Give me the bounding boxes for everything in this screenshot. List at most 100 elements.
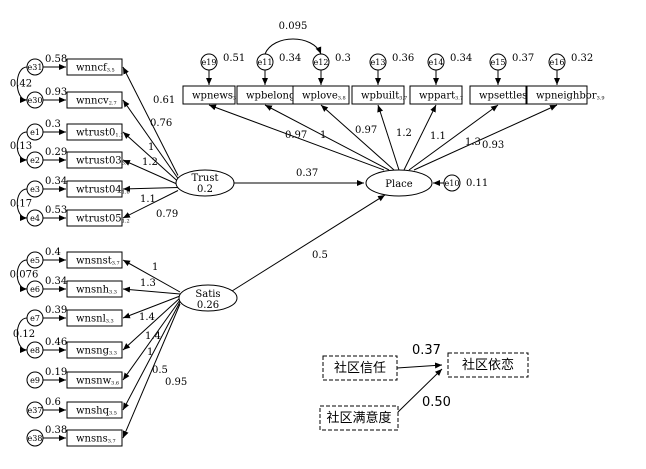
satis-loading-6: 0.5: [152, 365, 168, 376]
place-error-value: 0.11: [466, 178, 488, 189]
trust-loading-3: 1: [148, 142, 154, 153]
satis-name: Satis: [195, 289, 220, 300]
satis-error-value-2: 0.34: [45, 276, 67, 287]
trust-indicator-6-label: wtrust051.2: [76, 214, 130, 225]
trust-error-value-3: 0.3: [45, 119, 61, 130]
place-loading-arrow-2: [264, 104, 390, 171]
place-loading-6: 1.3: [465, 137, 481, 148]
satis-loading-arrow-4: [122, 297, 181, 351]
satis-error-value-1: 0.4: [45, 247, 61, 258]
trust-indicator-1: wnncf3.5: [66, 58, 123, 76]
trust-error-value-2: 0.93: [45, 87, 67, 98]
satis-error-value-5: 0.19: [45, 367, 67, 378]
satis-error-1-label: e5: [30, 256, 40, 265]
place-indicator-6: wpsettles3.6: [469, 85, 535, 105]
satis-indicator-6-label: wnshq3.5: [76, 406, 117, 417]
place-loading-7: 0.93: [482, 140, 504, 151]
trust-indicator-3-label: wtrust01.1: [76, 128, 123, 139]
satis-indicator-1: wnsnst3.7: [66, 251, 123, 269]
place-indicator-3-label: wplove3.8: [302, 91, 346, 102]
trust-indicator-5-label: wtrust041.6: [76, 185, 130, 196]
place-error-5: e14: [427, 53, 445, 71]
trust-indicator-3: wtrust01.1: [66, 123, 123, 141]
place-loading-arrow-5: [403, 104, 437, 171]
place-error-3: e12: [312, 53, 330, 71]
satis-error-4-label: e8: [30, 346, 40, 355]
place-indicator-5-label: wppart3.7: [419, 91, 463, 102]
trust-loading-1: 0.61: [153, 95, 175, 106]
satis-to-place-arrow: [231, 194, 386, 292]
trust-loading-4: 1.2: [142, 157, 158, 168]
trust-error-6-label: e4: [30, 214, 40, 223]
satis-error-value-3: 0.39: [45, 305, 67, 316]
satis-loading-3: 1.4: [139, 312, 155, 323]
satis-error-4: e8: [26, 341, 44, 359]
trust-error-value-5: 0.34: [45, 176, 67, 187]
trust-loading-2: 0.76: [150, 118, 172, 129]
satis-place-coef: 0.5: [312, 250, 328, 261]
legend-place: 社区依恋: [462, 357, 514, 373]
satis-indicator-2-label: wnsnh3.3: [76, 285, 117, 296]
satis-loading-arrow-6: [122, 301, 181, 411]
place-error-1-label: e19: [202, 58, 217, 67]
satis-loading-5: 1: [147, 347, 153, 358]
satis-error-3-label: e7: [30, 314, 40, 323]
place-name: Place: [385, 179, 412, 190]
place-error-7-label: e16: [550, 58, 565, 67]
satis-error-2: e6: [26, 280, 44, 298]
trust-loading-arrow-5: [122, 185, 179, 192]
trust-covariance-value-3: 0.17: [10, 199, 32, 210]
trust-error-1: e31: [26, 58, 44, 76]
satis-error-6-label: e37: [28, 406, 43, 415]
satis-indicator-3-label: wnsnl3.3: [76, 314, 114, 325]
place-error-value-6: 0.37: [512, 53, 534, 64]
trust-covariance-1: [16, 63, 35, 103]
trust-loading-6: 0.79: [156, 209, 178, 220]
trust-error-value-1: 0.58: [45, 54, 67, 65]
trust-indicator-6: wtrust051.2: [66, 209, 130, 227]
trust-error-5: e3: [26, 180, 44, 198]
satis-loading-4: 1.4: [145, 331, 161, 342]
place-loading-5: 1.1: [430, 131, 446, 142]
place-loading-arrow-3: [320, 104, 395, 171]
satis-indicator-6: wnshq3.5: [66, 401, 123, 419]
place-indicator-4: wpbuilt3.7: [351, 85, 407, 105]
satis-covariance-2: [16, 314, 35, 353]
place-loading-3: 0.97: [355, 125, 377, 136]
satis-error-6: e37: [26, 401, 44, 419]
trust-loading-arrow-3: [122, 131, 179, 182]
trust-indicator-1-label: wnncf3.5: [76, 63, 115, 74]
satis-covariance-value-1: 0.076: [10, 270, 39, 281]
satis-indicator-1-label: wnsnst3.7: [76, 256, 120, 267]
place-indicator-1: wpnews3.7: [182, 85, 241, 105]
satis-loading-arrow-5: [122, 299, 181, 381]
place-indicator-7: wpneighbor3.9: [526, 85, 605, 105]
trust-place-coef: 0.37: [296, 168, 318, 179]
trust-error-5-label: e3: [30, 185, 40, 194]
place-error-value-7: 0.32: [571, 53, 593, 64]
satis-loading-1: 1: [152, 262, 158, 273]
trust-error-1-label: e31: [28, 63, 43, 72]
trust-indicator-2: wnncv2.7: [66, 91, 123, 109]
place-indicator-7-label: wpneighbor3.9: [536, 91, 605, 102]
place-error-value-3: 0.3: [335, 53, 351, 64]
legend: 社区信任 社区依恋 社区满意度 0.37 0.50: [319, 343, 529, 431]
satis-error-1: e5: [26, 251, 44, 269]
place-error-label: e10: [445, 179, 460, 188]
place-error-2: e11: [256, 53, 274, 71]
legend-trust-coef: 0.37: [412, 343, 441, 358]
legend-satis-coef: 0.50: [422, 395, 451, 410]
trust-error-6: e4: [26, 209, 44, 227]
satis-variance: 0.26: [197, 300, 219, 311]
satis-covariance-value-2: 0.12: [13, 329, 35, 340]
trust-covariance-value-2: 0.13: [10, 141, 32, 152]
trust-loading-arrow-6: [122, 190, 179, 219]
satis-loading-arrow-2: [122, 286, 181, 295]
trust-loading-arrow-2: [122, 99, 179, 179]
satis-loading-arrow-7: [122, 303, 181, 439]
trust-error-value-6: 0.53: [45, 205, 67, 216]
satis-indicator-4: wnsng3.3: [66, 341, 123, 359]
satis-loading-7: 0.95: [165, 377, 187, 388]
place-error-4-label: e13: [371, 58, 386, 67]
